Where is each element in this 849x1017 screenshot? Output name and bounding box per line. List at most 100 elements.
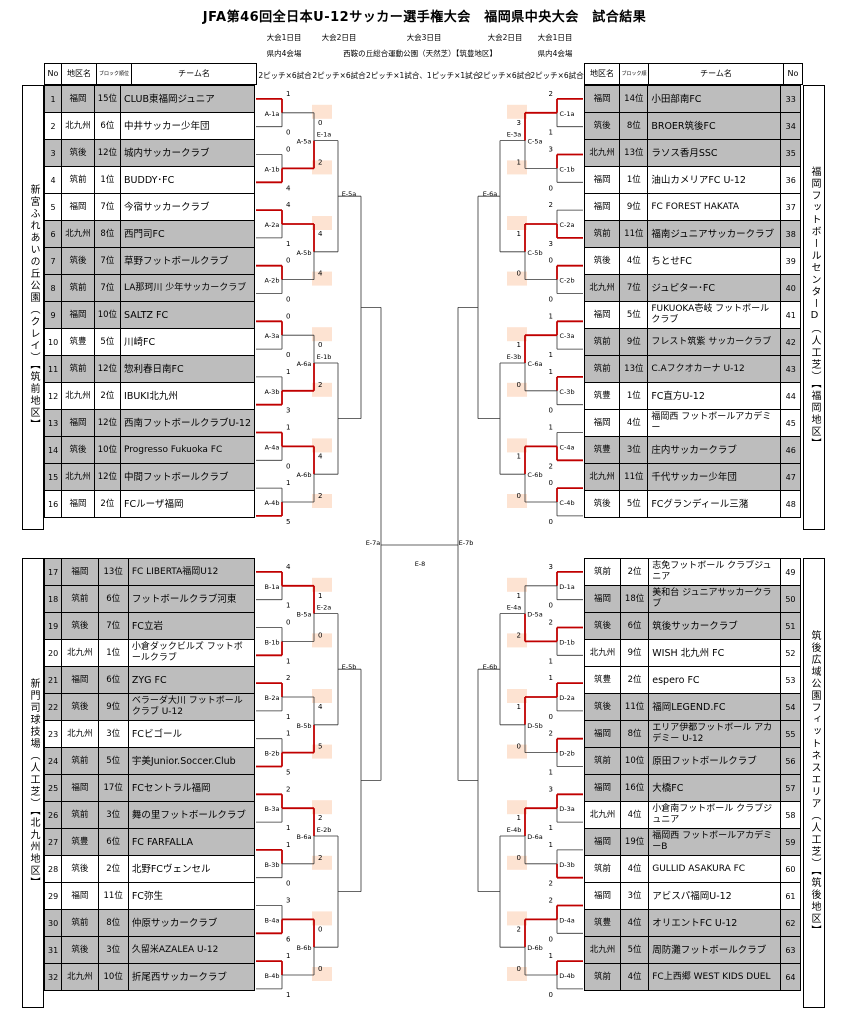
match-label: B-6a: [297, 833, 312, 841]
team-area: 筑前: [584, 747, 621, 775]
day3-sub: 西鞍の丘総合運動公園（天然芝）【筑豊地区】: [343, 49, 497, 58]
team-area: 福岡: [583, 301, 621, 329]
score: 1: [286, 713, 290, 721]
match-label: C-4a: [559, 443, 574, 451]
match-label: D-3a: [559, 805, 574, 813]
team-rank: 5位: [619, 490, 649, 518]
team-no: 37: [780, 193, 801, 221]
score: 6: [286, 935, 291, 943]
team-team: IBUKI北九州: [120, 382, 256, 410]
score: 1: [517, 341, 521, 349]
team-team: フットボールクラブ河東: [127, 585, 256, 613]
team-rank: 4位: [619, 963, 650, 991]
score: 1: [549, 657, 553, 665]
score-box: [312, 800, 332, 815]
team-area: 筑前: [584, 558, 621, 586]
right-day1-label: 大会1日目: [537, 33, 573, 42]
team-rank: 11位: [619, 693, 650, 721]
match-label: A-4a: [265, 443, 280, 451]
team-team: アビスパ福岡U-12: [648, 882, 781, 910]
match-label: B-4b: [264, 972, 279, 980]
team-team: FC FARFALLA: [127, 828, 256, 856]
match-label: D-5b: [527, 722, 543, 730]
team-team: 大橋FC: [648, 774, 781, 802]
team-rank: 13位: [619, 139, 649, 167]
right-day1-sub: 県内4会場: [537, 49, 573, 58]
score: 1: [286, 240, 290, 248]
team-no: 63: [779, 936, 802, 964]
team-area: 筑後: [61, 247, 95, 275]
match-label: E-6a: [483, 190, 498, 198]
score-box: [507, 327, 527, 342]
score: 0: [517, 381, 521, 389]
match-label: D-2a: [559, 694, 574, 702]
team-no: 41: [780, 301, 801, 329]
team-area: 筑豊: [583, 436, 621, 464]
score: 0: [517, 743, 521, 751]
team-no: 43: [780, 355, 801, 383]
score: 3: [286, 897, 290, 905]
col-no-r: No: [787, 69, 799, 78]
match-label: C-3a: [559, 332, 574, 340]
team-team: FC FOREST HAKATA: [647, 193, 782, 221]
score: 4: [286, 201, 291, 209]
team-area: 筑前: [61, 801, 99, 829]
score-box: [507, 494, 527, 508]
left-day2-label: 大会2日目: [321, 33, 357, 42]
score: 0: [318, 119, 322, 127]
team-no: 6: [43, 220, 63, 248]
score: 0: [549, 257, 553, 265]
team-no: 42: [780, 328, 801, 356]
team-area: 北九州: [61, 639, 99, 667]
score: 0: [549, 518, 553, 526]
team-rank: 12位: [93, 355, 122, 383]
left-column-header: No 地区名 ブロック順位 チーム名: [44, 63, 257, 85]
left-day1-sub: 県内4会場: [266, 49, 302, 58]
team-team: ちとせFC: [647, 247, 782, 275]
match-label: E-2a: [317, 604, 332, 612]
score: 1: [549, 129, 553, 137]
score: 2: [517, 925, 521, 933]
team-team: 久留米AZALEA U-12: [127, 936, 256, 964]
team-area: 筑豊: [583, 382, 621, 410]
team-rank: 1位: [93, 166, 122, 194]
team-team: 中間フットボールクラブ: [120, 463, 256, 491]
score: 2: [318, 158, 322, 166]
team-rank: 7位: [93, 274, 122, 302]
team-area: 福岡: [61, 193, 95, 221]
team-team: 北野FCヴェンセル: [127, 855, 256, 883]
team-area: 福岡: [584, 585, 621, 613]
match-label: B-3b: [264, 861, 279, 869]
team-no: 44: [780, 382, 801, 410]
team-team: 西門司FC: [120, 220, 256, 248]
team-rank: 10位: [97, 963, 129, 991]
team-team: FUKUOKA壱岐 フットボールクラブ: [647, 301, 782, 329]
team-area: 筑豊: [61, 828, 99, 856]
team-area: 福岡: [583, 193, 621, 221]
team-no: 8: [43, 274, 63, 302]
team-no: 27: [43, 828, 63, 856]
team-rank: 8位: [619, 720, 650, 748]
team-area: 福岡: [61, 490, 95, 518]
score: 1: [549, 424, 553, 432]
team-area: 筑後: [583, 247, 621, 275]
team-area: 筑前: [583, 355, 621, 383]
pitch-right1: 2ピッチ×6試合: [530, 71, 584, 80]
team-no: 18: [43, 585, 63, 613]
team-team: FCルーザ福岡: [120, 490, 256, 518]
team-area: 筑前: [583, 328, 621, 356]
score: 2: [549, 619, 553, 627]
team-area: 筑豊: [61, 328, 95, 356]
score: 1: [286, 841, 290, 849]
score: 0: [318, 925, 322, 933]
score: 2: [318, 381, 322, 389]
